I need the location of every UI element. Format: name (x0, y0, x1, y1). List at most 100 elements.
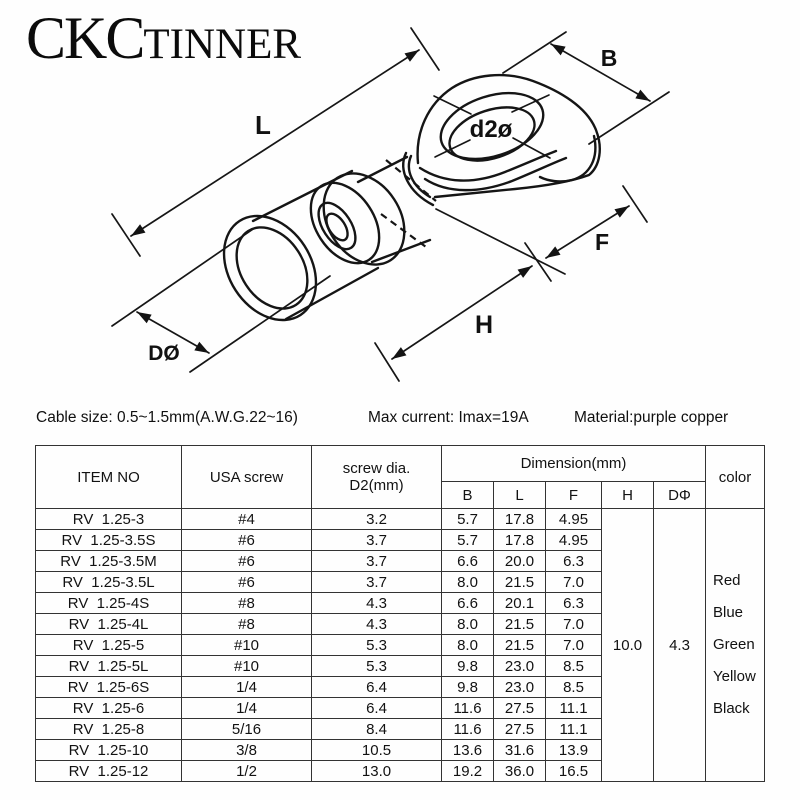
cell-item-no: RV 1.25-4L (35, 613, 182, 635)
col-header-dim-l: L (493, 481, 546, 509)
cell-screw-dia: 8.4 (311, 718, 442, 740)
cell-item-no: RV 1.25-3.5L (35, 571, 182, 593)
screw-dia-line1: screw dia. (342, 459, 411, 477)
col-header-color: color (705, 445, 765, 509)
cell-screw-dia: 3.7 (311, 529, 442, 551)
cell-item-no: RV 1.25-3 (35, 508, 182, 530)
cell-screw-dia: 5.3 (311, 634, 442, 656)
cell-usa-screw: 5/16 (181, 718, 312, 740)
spec-table: ITEM NO USA screw screw dia. D2(mm) Dime… (35, 445, 765, 782)
col-header-dim-h: H (601, 481, 654, 509)
cell-dim-h-merged: 10.0 (601, 508, 654, 782)
cell-dim-l: 31.6 (493, 739, 546, 761)
cell-dim-b: 9.8 (441, 676, 494, 698)
cell-usa-screw: #8 (181, 613, 312, 635)
cell-dim-b: 6.6 (441, 592, 494, 614)
color-option: Green (713, 636, 755, 653)
cell-dim-dphi-merged: 4.3 (653, 508, 706, 782)
cell-dim-l: 20.1 (493, 592, 546, 614)
cell-item-no: RV 1.25-6 (35, 697, 182, 719)
cell-screw-dia: 3.7 (311, 571, 442, 593)
cell-dim-f: 7.0 (545, 571, 602, 593)
cell-usa-screw: #6 (181, 571, 312, 593)
max-current-text: Max current: Imax=19A (368, 409, 529, 426)
cell-usa-screw: #10 (181, 634, 312, 656)
cell-dim-l: 23.0 (493, 655, 546, 677)
color-option: Blue (713, 604, 744, 621)
cell-dim-f: 4.95 (545, 529, 602, 551)
col-header-dimension: Dimension(mm) (441, 445, 706, 482)
dim-label-f: F (595, 229, 609, 255)
cell-usa-screw: #6 (181, 529, 312, 551)
cell-dim-l: 17.8 (493, 508, 546, 530)
cell-dim-l: 36.0 (493, 760, 546, 782)
cell-dim-l: 21.5 (493, 634, 546, 656)
cell-dim-f: 11.1 (545, 697, 602, 719)
cell-dim-b: 11.6 (441, 718, 494, 740)
cell-dim-f: 8.5 (545, 676, 602, 698)
cell-usa-screw: #10 (181, 655, 312, 677)
cell-dim-f: 4.95 (545, 508, 602, 530)
cell-dim-l: 17.8 (493, 529, 546, 551)
cell-item-no: RV 1.25-12 (35, 760, 182, 782)
col-header-screw-dia: screw dia. D2(mm) (311, 445, 442, 509)
cell-screw-dia: 3.7 (311, 550, 442, 572)
cell-item-no: RV 1.25-3.5M (35, 550, 182, 572)
dimension-l: L (111, 27, 440, 257)
cell-usa-screw: 1/4 (181, 697, 312, 719)
cell-dim-b: 11.6 (441, 697, 494, 719)
cell-screw-dia: 5.3 (311, 655, 442, 677)
color-option: Red (713, 572, 741, 589)
cell-item-no: RV 1.25-4S (35, 592, 182, 614)
cell-dim-f: 13.9 (545, 739, 602, 761)
col-header-dim-dφ: DΦ (653, 481, 706, 509)
cell-screw-dia: 13.0 (311, 760, 442, 782)
header-row-1: ITEM NO USA screw screw dia. D2(mm) Dime… (35, 445, 765, 509)
col-header-dim-b: B (441, 481, 494, 509)
cell-dim-b: 6.6 (441, 550, 494, 572)
cell-dim-f: 6.3 (545, 550, 602, 572)
cell-dim-f: 6.3 (545, 592, 602, 614)
cell-dim-l: 27.5 (493, 697, 546, 719)
cell-item-no: RV 1.25-8 (35, 718, 182, 740)
cell-usa-screw: 1/2 (181, 760, 312, 782)
cell-usa-screw: #6 (181, 550, 312, 572)
dimension-h: H (374, 208, 566, 382)
terminal-dimension-diagram: L B d2ø F H (111, 27, 670, 382)
cell-screw-dia: 3.2 (311, 508, 442, 530)
brand-logo: CKCTINNER (26, 4, 301, 73)
dim-label-d: DØ (148, 342, 180, 365)
cable-size-text: Cable size: 0.5~1.5mm(A.W.G.22~16) (36, 409, 298, 426)
cell-usa-screw: 1/4 (181, 676, 312, 698)
cell-usa-screw: 3/8 (181, 739, 312, 761)
cell-dim-b: 13.6 (441, 739, 494, 761)
cell-item-no: RV 1.25-5L (35, 655, 182, 677)
dimension-arrows: L B d2ø F H (111, 27, 670, 382)
cell-dim-l: 27.5 (493, 718, 546, 740)
cell-dim-b: 8.0 (441, 634, 494, 656)
cell-dim-b: 19.2 (441, 760, 494, 782)
dim-label-d2: d2ø (470, 116, 513, 143)
cell-dim-l: 21.5 (493, 613, 546, 635)
cell-dim-l: 20.0 (493, 550, 546, 572)
cell-screw-dia: 10.5 (311, 739, 442, 761)
cell-item-no: RV 1.25-10 (35, 739, 182, 761)
cell-item-no: RV 1.25-3.5S (35, 529, 182, 551)
cell-screw-dia: 6.4 (311, 697, 442, 719)
cell-item-no: RV 1.25-5 (35, 634, 182, 656)
cell-dim-b: 9.8 (441, 655, 494, 677)
dim-label-b: B (601, 45, 618, 71)
cell-screw-dia: 4.3 (311, 613, 442, 635)
col-header-item-no: ITEM NO (35, 445, 182, 509)
